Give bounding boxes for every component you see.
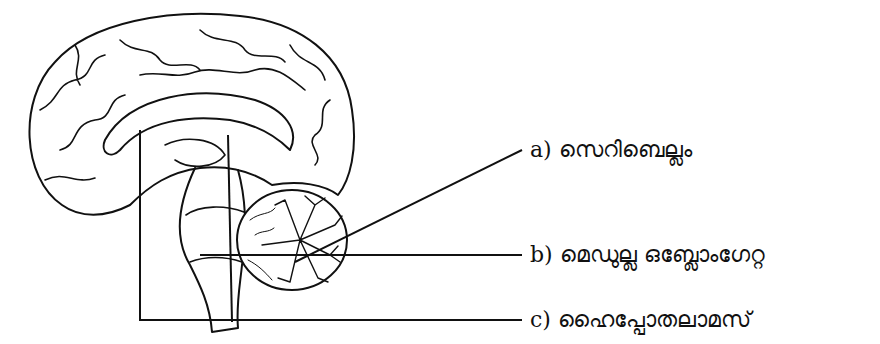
brainstem: [180, 168, 246, 332]
gyri: [40, 30, 330, 180]
leader-line: [295, 150, 522, 262]
part-label: b) മെഡുല്ല ഒബ്ലോംഗേറ്റ: [530, 242, 765, 268]
cerebrum-outline: [29, 14, 354, 215]
cerebellum-outline: [237, 190, 347, 290]
leader-line: [228, 135, 232, 322]
part-label: c) ഹൈപ്പോതലാമസ്: [530, 307, 751, 333]
leader-line: [140, 130, 522, 320]
thalamus: [165, 139, 225, 166]
cerebellum-folia: [248, 208, 275, 280]
pons: [186, 207, 244, 262]
part-label: a) സെറിബെല്ലം: [530, 137, 692, 163]
corpus-callosum: [104, 93, 293, 154]
leader-line: [200, 254, 522, 256]
